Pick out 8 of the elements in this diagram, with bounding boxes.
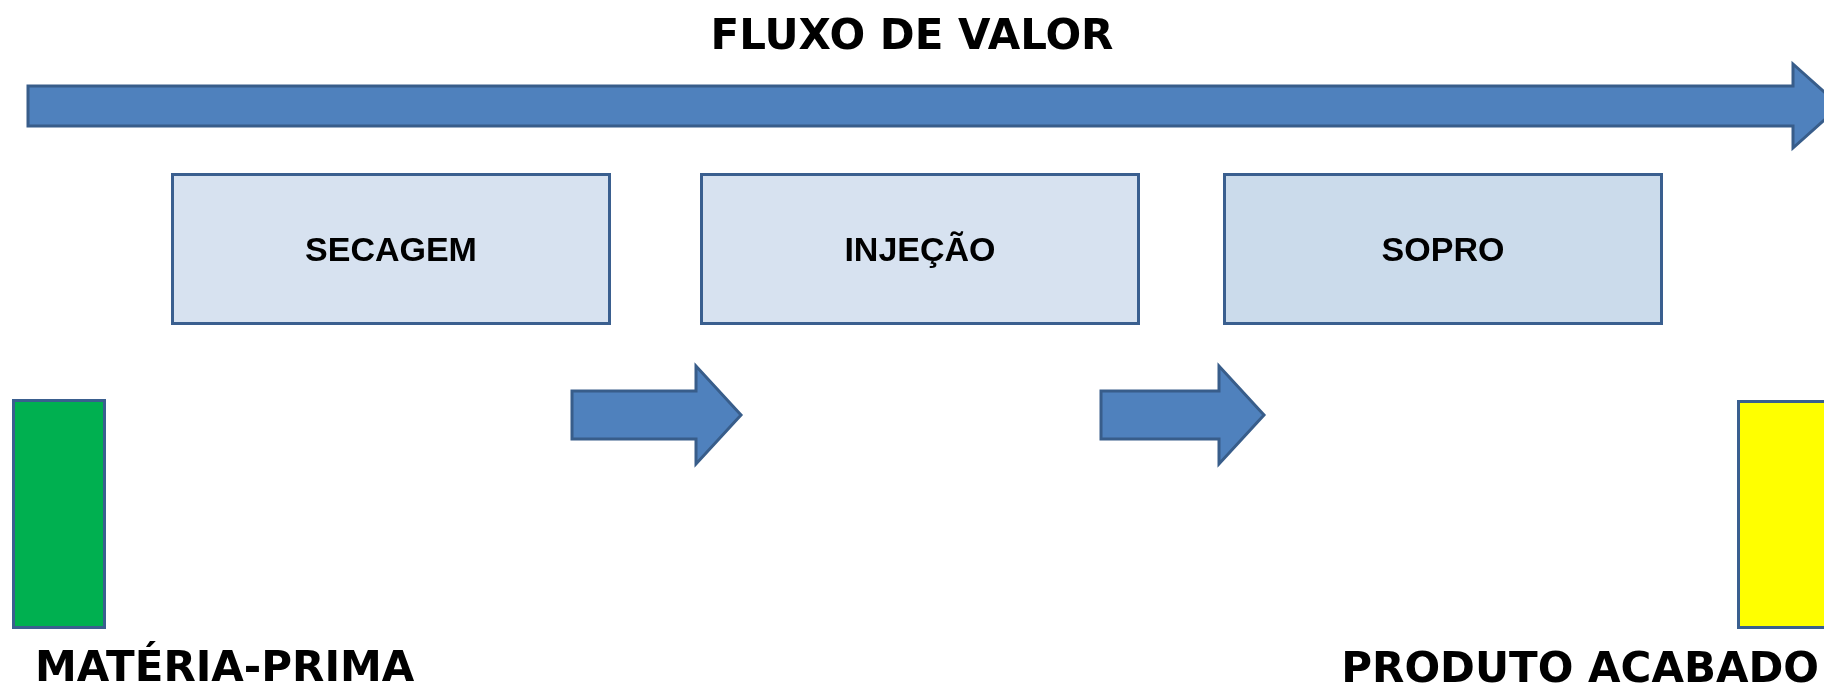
process-box: SECAGEM [171,173,611,325]
bar-label: PRODUTO ACABADO [1341,643,1819,688]
process-box: INJEÇÃO [700,173,1140,325]
process-box: SOPRO [1223,173,1663,325]
bar-label: MATÉRIA-PRIMA [35,642,415,688]
diagram-title: FLUXO DE VALOR [709,10,1115,59]
block-arrow [1099,362,1267,468]
block-arrow [570,362,744,468]
